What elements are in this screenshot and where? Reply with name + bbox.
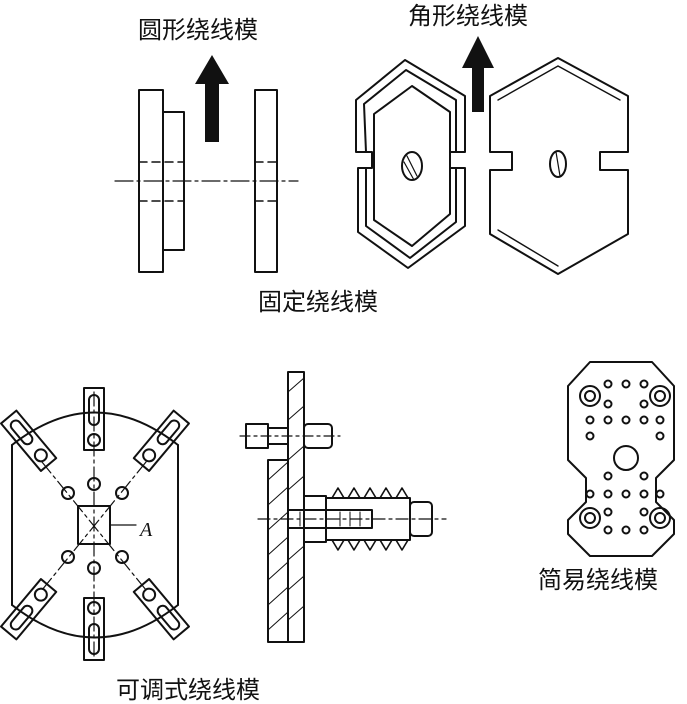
- round-mold-drawing: [114, 89, 299, 273]
- fixed-mold-label: 固定绕线模: [258, 288, 378, 316]
- simple-mold-label: 简易绕线模: [538, 566, 658, 594]
- adjustable-mold-section-view: [239, 371, 447, 643]
- adjustable-mold-pin-top: [87, 477, 101, 491]
- angular-mold-label: 角形绕线模: [408, 2, 528, 30]
- section-end-nut: [409, 501, 433, 537]
- angular-mold-mid-plate: [363, 69, 457, 259]
- adjustable-mold-arm-bottom-right: [132, 578, 190, 641]
- adjustable-mold-arm-top: [83, 387, 105, 451]
- adjustable-mold-arm-top-right: [132, 409, 190, 472]
- up-arrow-round: [195, 55, 229, 142]
- section-hatching: [267, 377, 305, 631]
- simple-mold-holes: [579, 379, 671, 535]
- angular-mold-right-hole: [549, 150, 567, 178]
- adjustable-mold-pin-bottom: [87, 561, 101, 575]
- adjustable-mold-arm-bottom: [83, 597, 105, 661]
- simple-mold-center-hole: [613, 445, 639, 471]
- angular-mold-core: [373, 85, 451, 247]
- adjustable-mold-front-view: [0, 387, 190, 661]
- adjustable-mold-arm-bottom-left: [0, 578, 58, 641]
- adjustable-mold-label: 可调式绕线模: [116, 676, 260, 704]
- angular-mold-right-plate: [489, 57, 629, 275]
- section-vertical-flange: [287, 371, 305, 643]
- round-mold-label: 圆形绕线模: [138, 16, 258, 44]
- marker-a-label: A: [140, 519, 153, 541]
- adjustable-mold-bottom-arc: [11, 604, 179, 639]
- angular-mold-back-plate: [355, 59, 466, 269]
- simple-mold-drawing: [567, 361, 675, 557]
- up-arrow-angular: [462, 36, 494, 112]
- angular-mold-hole: [401, 151, 423, 181]
- adjustable-mold-top-arc: [11, 411, 179, 446]
- angular-mold-drawing: [355, 57, 629, 275]
- adjustable-mold-arm-top-left: [0, 409, 58, 472]
